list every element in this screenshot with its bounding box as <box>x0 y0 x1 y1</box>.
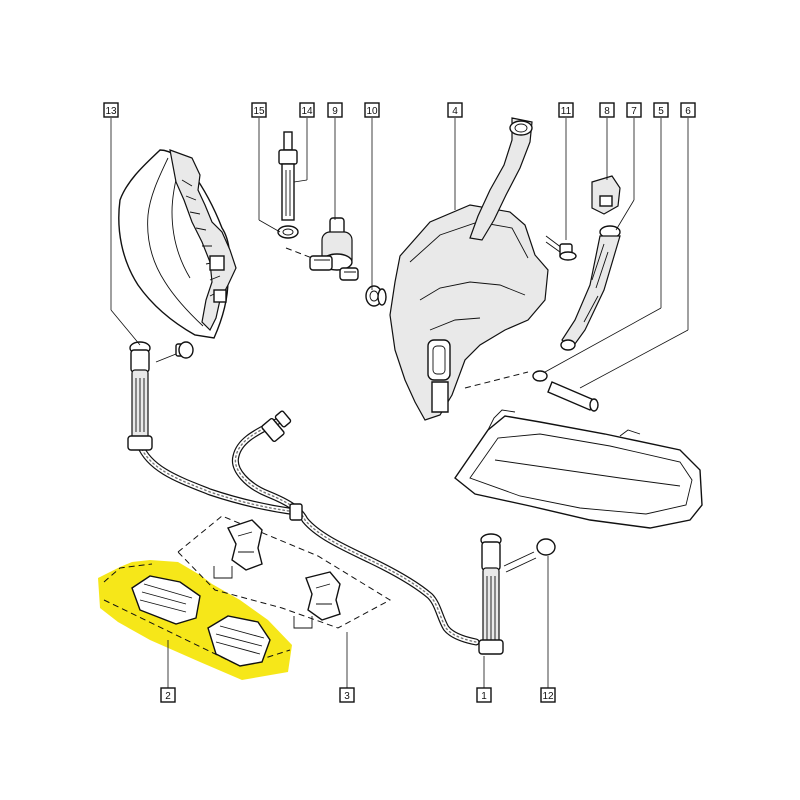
pump-9 <box>285 217 359 281</box>
svg-text:11: 11 <box>561 106 572 117</box>
svg-text:13: 13 <box>105 106 117 117</box>
reservoir-4 <box>389 117 549 421</box>
bracket-group-3 <box>177 515 392 629</box>
callout-8: 8 <box>599 102 615 118</box>
right-headlamp <box>454 409 703 529</box>
svg-text:14: 14 <box>301 106 313 117</box>
svg-text:1: 1 <box>481 691 487 702</box>
svg-text:8: 8 <box>604 106 610 117</box>
sensor-5-6 <box>464 370 599 412</box>
right-washer-jet <box>478 533 556 655</box>
svg-text:12: 12 <box>542 691 554 702</box>
svg-text:2: 2 <box>165 691 171 702</box>
hose-system <box>136 410 480 646</box>
svg-text:6: 6 <box>685 106 691 117</box>
covers-2 <box>103 563 291 667</box>
seal-15 <box>277 225 299 239</box>
callout-2: 2 <box>160 687 176 703</box>
callout-6: 6 <box>680 102 696 118</box>
callout-1: 1 <box>476 687 492 703</box>
bolt-11 <box>545 235 577 261</box>
callout-3: 3 <box>339 687 355 703</box>
svg-text:4: 4 <box>452 106 458 117</box>
cap-8 <box>591 175 621 215</box>
grommet-10 <box>365 285 387 307</box>
svg-text:5: 5 <box>658 106 664 117</box>
callout-4: 4 <box>447 102 463 118</box>
callout-13: 13 <box>103 102 119 118</box>
leader-lines <box>110 118 689 688</box>
svg-text:3: 3 <box>344 691 350 702</box>
left-headlamp <box>118 149 237 339</box>
svg-text:10: 10 <box>366 106 378 117</box>
callout-15: 15 <box>251 102 267 118</box>
highlight-band <box>98 560 292 680</box>
svg-text:15: 15 <box>253 106 265 117</box>
nozzle-14 <box>278 131 298 221</box>
callout-12: 12 <box>540 687 556 703</box>
callout-10: 10 <box>364 102 380 118</box>
callout-9: 9 <box>327 102 343 118</box>
callout-7: 7 <box>626 102 642 118</box>
svg-text:9: 9 <box>332 106 338 117</box>
left-washer-jet <box>127 341 194 451</box>
callout-5: 5 <box>653 102 669 118</box>
callout-14: 14 <box>299 102 315 118</box>
callout-11: 11 <box>558 102 574 118</box>
svg-text:7: 7 <box>631 106 637 117</box>
filler-tube-7 <box>560 225 621 351</box>
